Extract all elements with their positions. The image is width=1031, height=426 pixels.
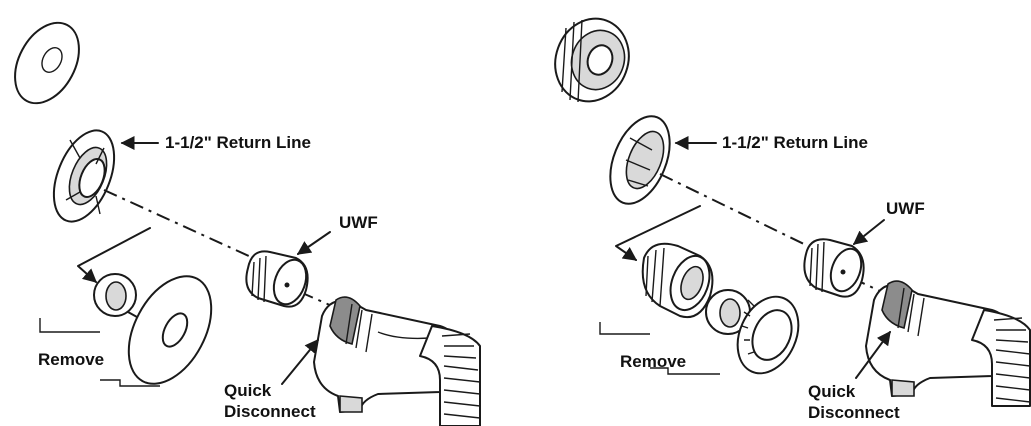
- right-uwf-fitting: [803, 238, 865, 298]
- left-quick-disconnect-leader: [281, 338, 319, 385]
- left-remove-label: Remove: [38, 350, 105, 369]
- left-remove-bracket: [39, 318, 160, 387]
- right-assembly: [554, 17, 1031, 407]
- left-eyeball: [93, 273, 147, 323]
- left-uwf-leader: [296, 231, 331, 255]
- left-return-line-label: 1-1/2" Return Line: [165, 133, 311, 152]
- right-quick-disconnect: [865, 280, 1013, 397]
- right-hose: [971, 309, 1031, 407]
- right-quick-label: Quick: [808, 382, 856, 401]
- right-quick-disconnect-leader: [855, 330, 891, 379]
- left-quick-label: Quick: [224, 381, 272, 400]
- right-disconnect-label: Disconnect: [808, 403, 900, 422]
- left-eyeball-ring: [14, 21, 80, 105]
- right-wall-fitting: [609, 115, 671, 205]
- right-return-line-label: 1-1/2" Return Line: [722, 133, 868, 152]
- left-uwf-fitting: [245, 250, 309, 308]
- right-remove-arrow: [615, 205, 701, 261]
- left-face-ring: [127, 275, 213, 385]
- left-assembly: [14, 21, 481, 426]
- right-uwf-leader: [852, 219, 885, 245]
- right-remove-label: Remove: [620, 352, 687, 371]
- right-retaining-ring: [736, 295, 800, 375]
- left-remove-arrow: [77, 227, 151, 283]
- right-remove-bracket: [599, 322, 720, 375]
- left-disconnect-label: Disconnect: [224, 402, 316, 421]
- right-uwf-label: UWF: [886, 199, 925, 218]
- right-centerline: [659, 173, 809, 247]
- right-grate-cap: [554, 17, 630, 103]
- left-centerline: [103, 189, 263, 263]
- left-hose: [419, 325, 481, 426]
- left-wall-fitting: [52, 129, 116, 223]
- right-threaded-adaptor: [641, 242, 714, 318]
- left-uwf-label: UWF: [339, 213, 378, 232]
